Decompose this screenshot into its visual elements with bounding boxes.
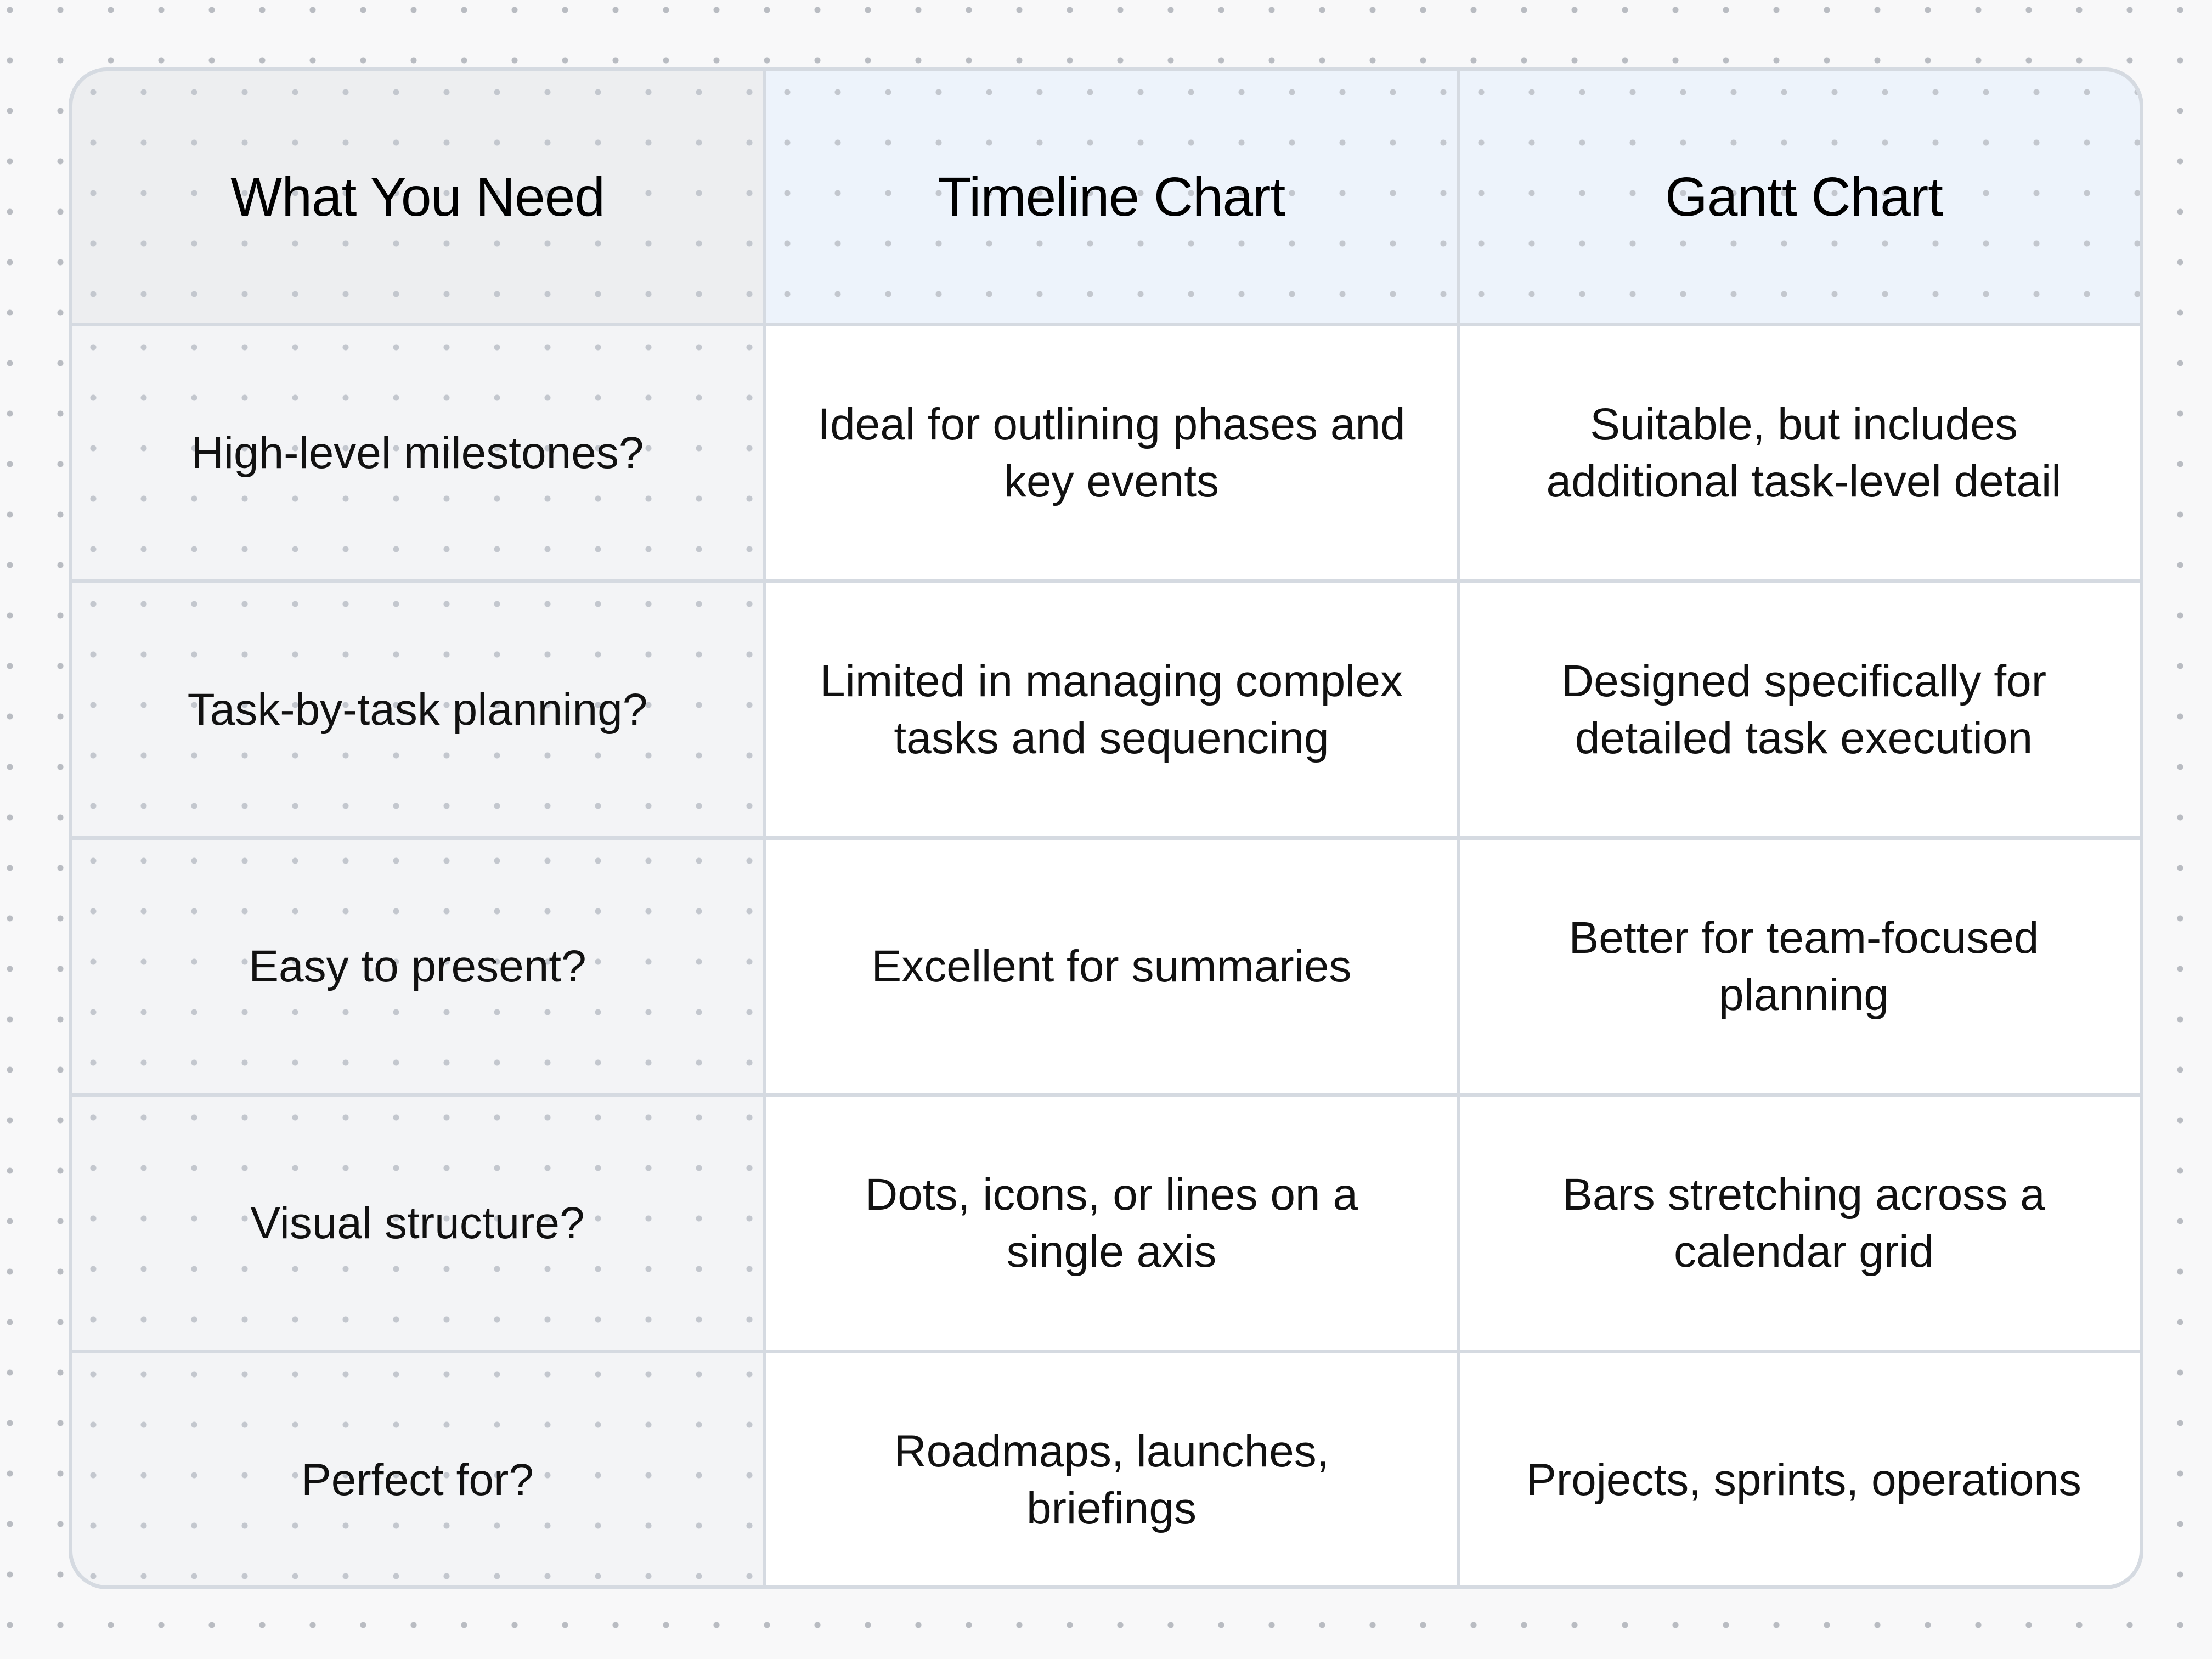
header-timeline-chart: Timeline Chart: [766, 71, 1457, 323]
row-need-cell: Easy to present?: [72, 840, 763, 1093]
comparison-table: What You Need Timeline Chart Gantt Chart…: [69, 67, 2143, 1589]
header-what-you-need: What You Need: [72, 71, 763, 323]
row-need-cell: Task-by-task planning?: [72, 583, 763, 836]
header-gantt-chart: Gantt Chart: [1460, 71, 2140, 323]
row-gantt-cell: Projects, sprints, operations: [1460, 1353, 2140, 1585]
row-need-cell: Visual structure?: [72, 1097, 763, 1350]
row-gantt-cell: Designed specifically for detailed task …: [1460, 583, 2140, 836]
row-timeline-cell: Limited in managing complex tasks and se…: [766, 583, 1457, 836]
row-gantt-cell: Suitable, but includes additional task-l…: [1460, 326, 2140, 579]
row-timeline-cell: Roadmaps, launches, briefings: [766, 1353, 1457, 1585]
row-gantt-cell: Better for team-focused planning: [1460, 840, 2140, 1093]
row-timeline-cell: Ideal for outlining phases and key event…: [766, 326, 1457, 579]
row-gantt-cell: Bars stretching across a calendar grid: [1460, 1097, 2140, 1350]
row-timeline-cell: Excellent for summaries: [766, 840, 1457, 1093]
row-need-cell: Perfect for?: [72, 1353, 763, 1585]
row-need-cell: High-level milestones?: [72, 326, 763, 579]
row-timeline-cell: Dots, icons, or lines on a single axis: [766, 1097, 1457, 1350]
